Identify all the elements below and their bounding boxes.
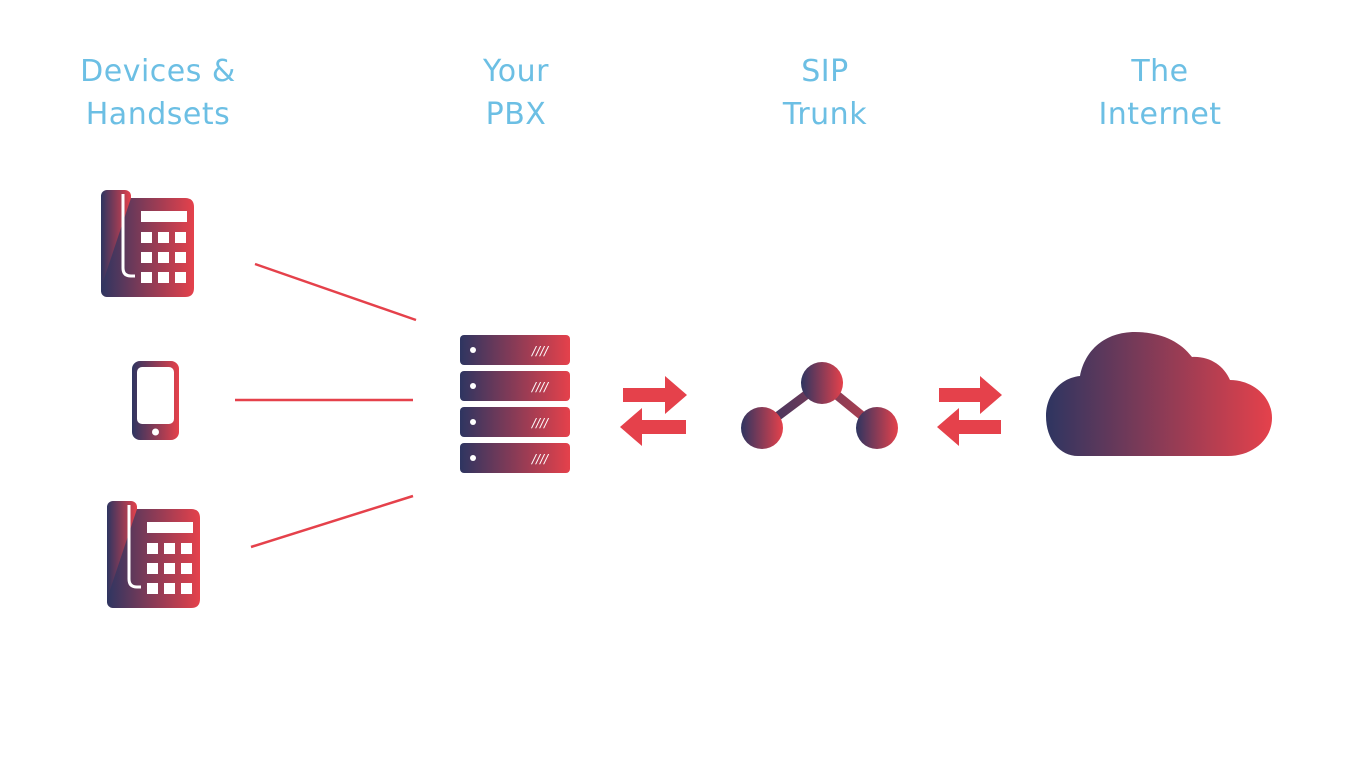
title-sip-trunk: SIP Trunk [695, 50, 955, 136]
node-circle [856, 407, 898, 449]
server-unit: //// [460, 335, 570, 365]
title-internet-line2: Internet [1098, 97, 1222, 132]
title-the-internet: The Internet [1030, 50, 1290, 136]
node-circle [741, 407, 783, 449]
server-unit-label: //// [531, 452, 550, 466]
title-pbx-line1: Your [482, 54, 550, 89]
server-unit-label: //// [531, 344, 550, 358]
node-circle [801, 362, 843, 404]
server-icon: //// //// //// //// [460, 335, 570, 473]
server-unit-label: //// [531, 416, 550, 430]
mobile-phone-icon [132, 361, 179, 440]
connection-line-bottom [250, 494, 414, 549]
desk-phone-icon [107, 501, 200, 608]
title-pbx-line2: PBX [485, 97, 547, 132]
title-devices-line2: Handsets [85, 97, 231, 132]
title-sip-line2: Trunk [782, 97, 868, 132]
server-unit: //// [460, 443, 570, 473]
title-devices-handsets: Devices & Handsets [28, 50, 288, 136]
title-devices-line1: Devices & [80, 54, 236, 89]
title-your-pbx: Your PBX [386, 50, 646, 136]
desk-phone-icon [101, 190, 194, 297]
device-connections [235, 262, 417, 549]
title-internet-line1: The [1131, 54, 1189, 89]
server-unit: //// [460, 407, 570, 437]
connection-line-top [254, 262, 417, 322]
server-unit-label: //// [531, 380, 550, 394]
cloud-icon [1046, 332, 1272, 456]
title-sip-line1: SIP [801, 54, 849, 89]
server-unit: //// [460, 371, 570, 401]
bidirectional-arrow-icon [937, 376, 1002, 446]
network-node-icon [741, 362, 898, 449]
bidirectional-arrow-icon [620, 376, 687, 446]
